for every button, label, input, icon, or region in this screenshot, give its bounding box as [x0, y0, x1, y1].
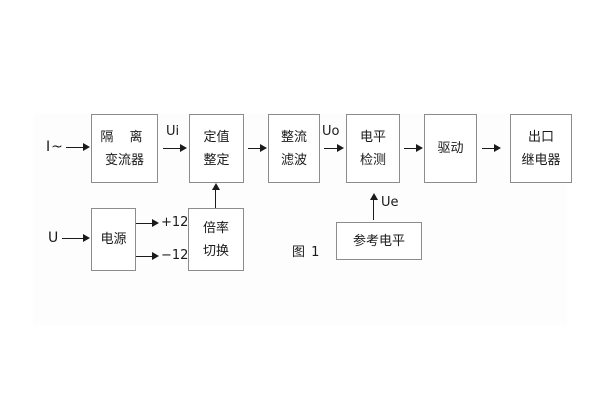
block-multiplier-switch[interactable]: 倍率 切换 [188, 208, 244, 271]
ue-connector-arrowhead [370, 193, 378, 200]
level-to-driver-arrowhead [416, 144, 423, 152]
block-power-supply[interactable]: 电源 [91, 208, 136, 271]
block-reference-level[interactable]: 参考电平 [336, 222, 422, 260]
block-output-relay-line2: 继电器 [521, 152, 561, 168]
block-level-detect-line2: 检测 [359, 152, 386, 168]
driver-to-relay-line [482, 148, 495, 149]
figure-caption: 图 1 [292, 245, 321, 260]
ue-connector-line [373, 200, 374, 220]
negative-rail-arrowhead [152, 252, 159, 260]
ui-connector-line [163, 148, 181, 149]
block-level-detect-line1: 电平 [359, 129, 386, 145]
block-isolation-ct[interactable]: 隔 离 变流器 [91, 114, 158, 183]
voltage-input-arrowhead [83, 234, 90, 242]
current-input-arrowhead [83, 143, 90, 151]
level-to-driver-line [404, 148, 417, 149]
driver-to-relay-arrowhead [494, 144, 501, 152]
block-power-supply-line1: 电源 [100, 232, 127, 247]
block-driver-line1: 驱动 [437, 141, 464, 156]
block-multiplier-switch-line2: 切换 [202, 243, 229, 259]
block-setting-value[interactable]: 定值 整定 [189, 114, 244, 183]
uo-connector-line [324, 148, 338, 149]
block-rectify-filter-line1: 整流 [280, 129, 307, 145]
setting-to-rectify-arrowhead [260, 144, 267, 152]
ui-connector-arrowhead [180, 144, 187, 152]
block-rectify-filter-line2: 滤波 [280, 152, 307, 168]
block-driver[interactable]: 驱动 [424, 114, 477, 183]
voltage-input-label: U [48, 230, 60, 246]
positive-rail-line [136, 223, 154, 224]
positive-rail-arrowhead [152, 219, 159, 227]
setting-to-rectify-line [248, 148, 261, 149]
block-output-relay-line1: 出口 [527, 129, 554, 145]
uo-connector-arrowhead [337, 144, 344, 152]
block-setting-value-line1: 定值 [203, 129, 230, 145]
current-input-label: I~ [46, 139, 64, 155]
voltage-input-line [62, 238, 84, 239]
ue-label: Ue [381, 195, 399, 210]
ui-label: Ui [166, 124, 180, 139]
current-input-line [66, 147, 84, 148]
multiplier-to-setting-arrowhead [212, 183, 220, 190]
block-rectify-filter[interactable]: 整流 滤波 [268, 114, 320, 183]
block-reference-level-line1: 参考电平 [352, 233, 405, 249]
block-multiplier-switch-line1: 倍率 [202, 220, 229, 236]
block-level-detect[interactable]: 电平 检测 [346, 114, 400, 183]
block-output-relay[interactable]: 出口 继电器 [510, 114, 572, 183]
negative-rail-line [136, 256, 154, 257]
block-setting-value-line2: 整定 [203, 152, 230, 168]
block-isolation-ct-line1: 隔 离 [100, 129, 149, 145]
block-isolation-ct-line2: 变流器 [104, 152, 144, 168]
uo-label: Uo [322, 124, 340, 139]
multiplier-to-setting-line [215, 190, 216, 208]
